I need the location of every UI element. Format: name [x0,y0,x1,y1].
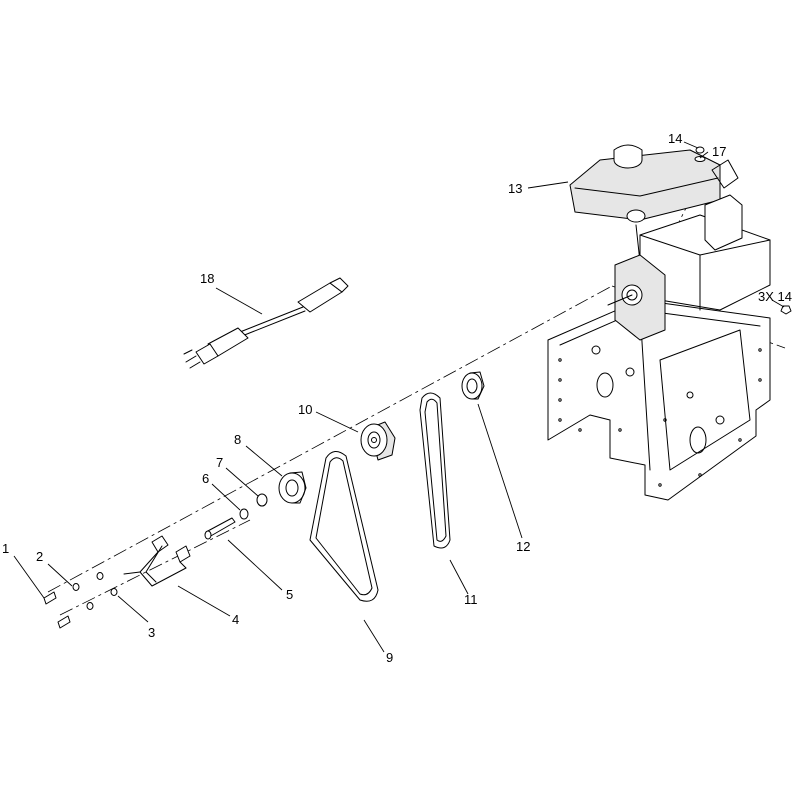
frame-holes [558,348,762,487]
callout-4: 4 [232,612,239,627]
frame-plate [547,299,771,501]
callout-18: 18 [200,271,214,286]
callout-14-top: 14 [668,131,682,146]
callout-2: 2 [36,549,43,564]
washers [239,493,268,520]
callout-10: 10 [298,402,312,417]
callout-5: 5 [286,587,293,602]
callout-3: 3 [148,625,155,640]
belt-9 [309,451,379,602]
callout-17: 17 [712,144,726,159]
pulley-12 [461,371,485,400]
callout-labels: 1 2 3 4 5 6 7 8 9 10 11 12 13 14 17 3X 1… [2,131,792,665]
callout-1: 1 [2,541,9,556]
pulley-10 [360,421,396,461]
pulley-8 [278,471,307,504]
callout-6: 6 [202,471,209,486]
callout-3x-14: 3X 14 [758,289,792,304]
callout-8: 8 [234,432,241,447]
bracket-4 [123,535,191,587]
callout-9: 9 [386,650,393,665]
extension-cord [183,277,349,369]
belt-11 [419,392,451,549]
shaft-5 [204,517,236,540]
screws [43,572,118,629]
engine [569,144,792,341]
callout-11: 11 [464,592,478,607]
leader-lines [13,141,785,653]
callout-13: 13 [508,181,522,196]
callout-12: 12 [516,539,530,554]
callout-7: 7 [216,455,223,470]
